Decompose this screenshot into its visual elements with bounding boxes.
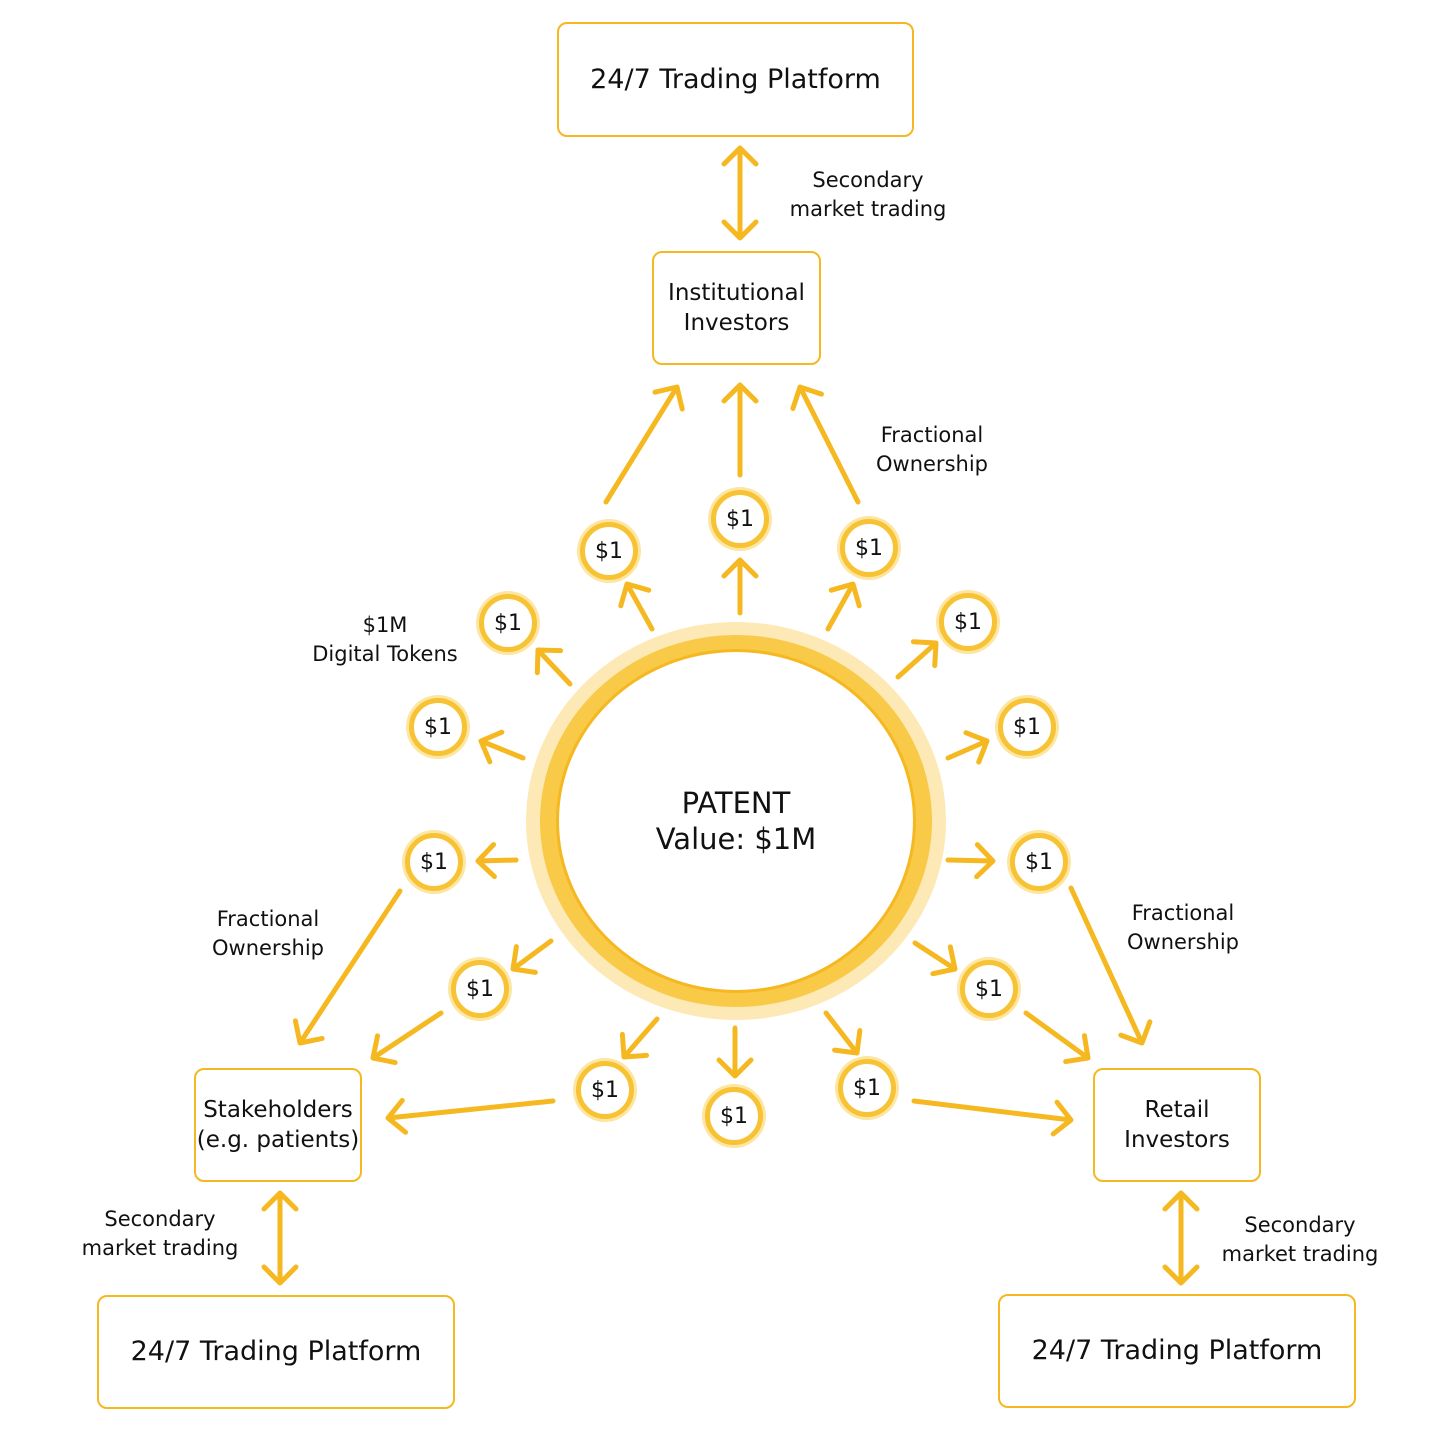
token-arrow bbox=[475, 842, 519, 880]
digital-tokens-label: $1M Digital Tokens bbox=[295, 611, 475, 669]
digital-tokens-label-line2: Digital Tokens bbox=[312, 642, 458, 666]
token-coin: $1 bbox=[576, 1061, 634, 1119]
patent-title: PATENT bbox=[681, 786, 791, 820]
token-arrow bbox=[478, 729, 526, 765]
token-coin-label: $1 bbox=[595, 538, 623, 564]
token-arrow bbox=[895, 639, 939, 680]
secondary-market-label-left: Secondary market trading bbox=[72, 1205, 248, 1263]
token-arrow bbox=[716, 1025, 754, 1079]
trading-platform-right-label: 24/7 Trading Platform bbox=[1031, 1335, 1323, 1367]
token-coin-label: $1 bbox=[954, 609, 982, 635]
ownership-arrow-left-lower bbox=[385, 1097, 556, 1135]
token-coin-label: $1 bbox=[420, 849, 448, 875]
token-coin: $1 bbox=[939, 593, 997, 651]
token-coin: $1 bbox=[1010, 833, 1068, 891]
token-arrow bbox=[823, 1010, 863, 1056]
secondary-market-label-top-line1: Secondary bbox=[812, 168, 924, 192]
stakeholders-line2: (e.g. patients) bbox=[196, 1127, 360, 1153]
token-arrow bbox=[534, 647, 573, 687]
ownership-arrow-top-left bbox=[603, 384, 685, 505]
retail-investors-line1: Retail bbox=[1144, 1097, 1210, 1123]
fractional-ownership-label-left: Fractional Ownership bbox=[198, 905, 338, 963]
patent-value: Value: $1M bbox=[655, 822, 817, 856]
fractional-ownership-label-left-line1: Fractional bbox=[216, 907, 320, 931]
ownership-arrow-top-center bbox=[721, 382, 759, 478]
token-arrow bbox=[510, 938, 554, 975]
ownership-arrow-right-lower bbox=[911, 1098, 1074, 1137]
fractional-ownership-label-top: Fractional Ownership bbox=[862, 421, 1002, 479]
stakeholders-line1: Stakeholders bbox=[203, 1097, 353, 1123]
secondary-market-label-top-line2: market trading bbox=[789, 197, 947, 221]
secondary-market-label-right: Secondary market trading bbox=[1212, 1211, 1388, 1269]
token-arrow bbox=[825, 581, 862, 632]
token-arrow bbox=[912, 940, 958, 977]
token-coin: $1 bbox=[840, 519, 898, 577]
token-coin: $1 bbox=[705, 1087, 763, 1145]
ownership-arrow-top-right bbox=[790, 384, 861, 505]
token-coin: $1 bbox=[409, 698, 467, 756]
token-arrow bbox=[945, 730, 990, 765]
token-coin-label: $1 bbox=[466, 976, 494, 1002]
token-coin: $1 bbox=[711, 490, 769, 548]
institutional-investors-box: Institutional Investors bbox=[652, 251, 821, 365]
token-coin-label: $1 bbox=[853, 1075, 881, 1101]
trading-platform-top: 24/7 Trading Platform bbox=[557, 22, 914, 137]
trading-platform-right: 24/7 Trading Platform bbox=[998, 1294, 1356, 1408]
token-coin-label: $1 bbox=[591, 1077, 619, 1103]
token-coin-label: $1 bbox=[424, 714, 452, 740]
ownership-arrow-right-outer bbox=[1068, 885, 1153, 1046]
token-coin-label: $1 bbox=[494, 610, 522, 636]
secondary-market-label-top: Secondary market trading bbox=[780, 166, 956, 224]
token-coin-label: $1 bbox=[1013, 714, 1041, 740]
token-coin: $1 bbox=[405, 833, 463, 891]
digital-tokens-label-line1: $1M bbox=[362, 613, 408, 637]
fractional-ownership-label-top-line1: Fractional bbox=[880, 423, 984, 447]
token-coin-label: $1 bbox=[720, 1103, 748, 1129]
token-arrow bbox=[618, 581, 655, 632]
token-arrow bbox=[945, 842, 996, 880]
stakeholders-box: Stakeholders (e.g. patients) bbox=[194, 1068, 362, 1182]
secondary-market-label-right-line1: Secondary bbox=[1244, 1213, 1356, 1237]
retail-investors-line2: Investors bbox=[1124, 1127, 1230, 1153]
token-coin-label: $1 bbox=[1025, 849, 1053, 875]
patent-circle-core: PATENT Value: $1M bbox=[556, 649, 916, 993]
institutional-investors-line2: Investors bbox=[683, 310, 790, 336]
institutional-investors-line1: Institutional bbox=[668, 280, 805, 306]
patent-circle: PATENT Value: $1M bbox=[526, 622, 946, 1020]
fractional-ownership-label-top-line2: Ownership bbox=[876, 452, 988, 476]
token-arrow bbox=[619, 1016, 660, 1060]
token-coin: $1 bbox=[960, 960, 1018, 1018]
secondary-market-label-left-line1: Secondary bbox=[104, 1207, 216, 1231]
secondary-market-label-right-line2: market trading bbox=[1221, 1242, 1379, 1266]
token-coin-label: $1 bbox=[855, 535, 883, 561]
trading-platform-top-label: 24/7 Trading Platform bbox=[590, 63, 881, 95]
token-coin: $1 bbox=[998, 698, 1056, 756]
secondary-market-arrow-left bbox=[261, 1190, 299, 1286]
secondary-market-label-left-line2: market trading bbox=[81, 1236, 239, 1260]
token-coin-label: $1 bbox=[726, 506, 754, 532]
ownership-arrow-left-outer bbox=[292, 888, 403, 1046]
fractional-ownership-label-right-line2: Ownership bbox=[1127, 930, 1239, 954]
fractional-ownership-label-left-line2: Ownership bbox=[212, 936, 324, 960]
token-coin: $1 bbox=[838, 1059, 896, 1117]
ownership-arrow-left-mid bbox=[370, 1010, 444, 1066]
token-coin-label: $1 bbox=[975, 976, 1003, 1002]
retail-investors-box: Retail Investors bbox=[1093, 1068, 1261, 1182]
secondary-market-arrow-top bbox=[721, 145, 759, 241]
trading-platform-left-label: 24/7 Trading Platform bbox=[130, 1336, 422, 1368]
secondary-market-arrow-right bbox=[1162, 1190, 1200, 1286]
trading-platform-left: 24/7 Trading Platform bbox=[97, 1295, 455, 1409]
token-coin: $1 bbox=[479, 594, 537, 652]
ownership-arrow-right-mid bbox=[1023, 1010, 1091, 1065]
token-coin: $1 bbox=[580, 522, 638, 580]
fractional-ownership-label-right: Fractional Ownership bbox=[1113, 899, 1253, 957]
token-coin: $1 bbox=[451, 960, 509, 1018]
fractional-ownership-label-right-line1: Fractional bbox=[1131, 901, 1235, 925]
token-arrow bbox=[721, 557, 759, 616]
